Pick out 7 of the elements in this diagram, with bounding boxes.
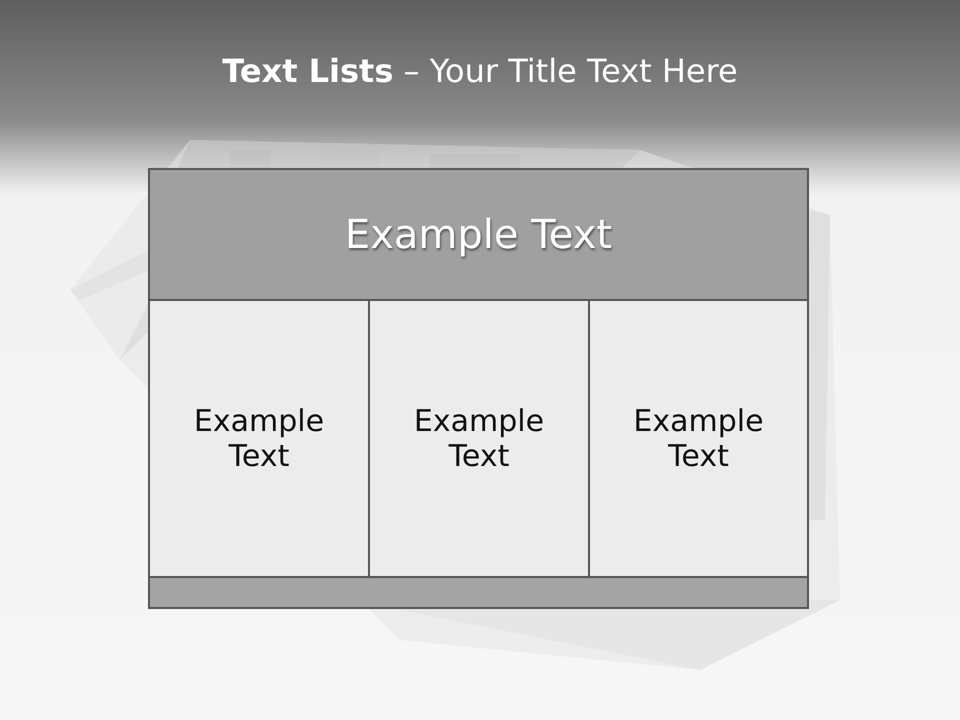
cell-text: Example Text [412,404,546,474]
header-text: Example Text [344,212,612,258]
footer-bar [148,576,809,609]
slide-title: Text Lists – Your Title Text Here [221,52,739,90]
cell-text: Example Text [192,404,326,474]
header-band [148,168,809,301]
cell-text: Example Text [632,404,765,474]
